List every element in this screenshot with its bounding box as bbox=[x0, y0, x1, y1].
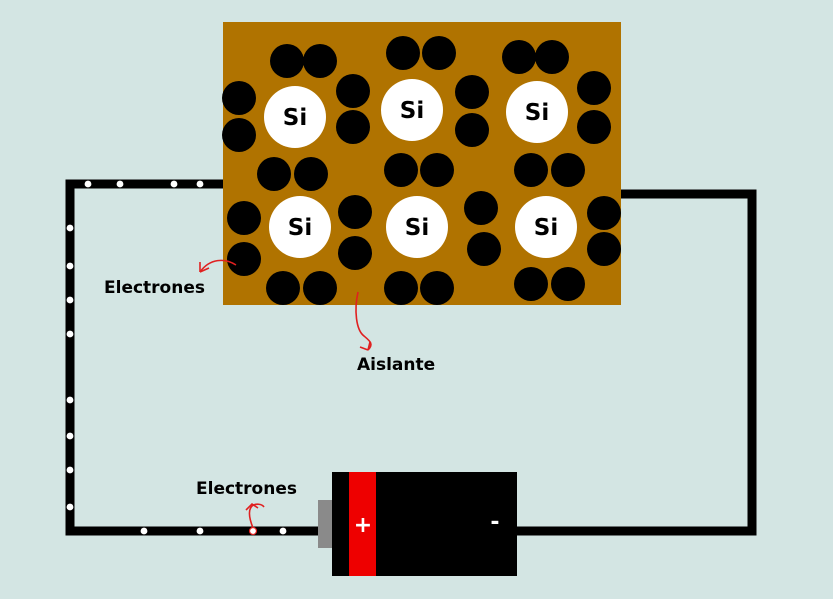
battery-positive-band bbox=[349, 472, 376, 576]
bound-electron bbox=[257, 157, 291, 191]
free-electron bbox=[196, 527, 204, 535]
bound-electron bbox=[227, 242, 261, 276]
bound-electron bbox=[514, 153, 548, 187]
free-electron bbox=[170, 180, 178, 188]
free-electron bbox=[116, 180, 124, 188]
free-electron bbox=[66, 224, 74, 232]
bound-electron bbox=[535, 40, 569, 74]
bound-electron bbox=[514, 267, 548, 301]
silicon-label: Si bbox=[525, 100, 549, 126]
free-electron bbox=[140, 527, 148, 535]
battery: + - bbox=[318, 472, 517, 576]
bound-electron bbox=[336, 110, 370, 144]
bound-electron bbox=[384, 153, 418, 187]
free-electron bbox=[66, 330, 74, 338]
bound-electron bbox=[303, 271, 337, 305]
silicon-atom: Si bbox=[515, 196, 577, 258]
free-electron bbox=[66, 262, 74, 270]
arrow-electrons-top bbox=[199, 259, 237, 273]
silicon-nucleus bbox=[381, 79, 443, 141]
battery-negative-sign: - bbox=[490, 510, 499, 535]
silicon-label: Si bbox=[288, 215, 312, 241]
bound-electron bbox=[384, 271, 418, 305]
bound-electron bbox=[420, 153, 454, 187]
free-electron bbox=[66, 296, 74, 304]
bound-electron bbox=[294, 157, 328, 191]
battery-positive-sign: + bbox=[354, 513, 372, 538]
bound-electron bbox=[577, 71, 611, 105]
arrow-electrons-top-head bbox=[199, 262, 210, 273]
bound-electron bbox=[455, 113, 489, 147]
bound-electron bbox=[467, 232, 501, 266]
highlighted-electron bbox=[248, 526, 258, 536]
silicon-nucleus bbox=[264, 86, 326, 148]
annotation-arrows bbox=[199, 259, 372, 529]
free-electron bbox=[66, 466, 74, 474]
bound-electron bbox=[587, 232, 621, 266]
silicon-label: Si bbox=[400, 98, 424, 124]
bound-electron bbox=[455, 75, 489, 109]
label-electrons-top: Electrones bbox=[104, 278, 205, 298]
bound-electron bbox=[227, 201, 261, 235]
bound-electron bbox=[551, 267, 585, 301]
circuit-wire bbox=[65, 179, 757, 536]
bound-electron bbox=[502, 40, 536, 74]
bound-electron bbox=[270, 44, 304, 78]
arrow-electrons-bottom-head bbox=[245, 502, 259, 511]
free-electron bbox=[196, 180, 204, 188]
silicon-label: Si bbox=[405, 215, 429, 241]
silicon-label: Si bbox=[283, 105, 307, 131]
silicon-label: Si bbox=[534, 215, 558, 241]
silicon-nucleus bbox=[506, 81, 568, 143]
silicon-atom: Si bbox=[506, 81, 568, 143]
bound-electron bbox=[303, 44, 337, 78]
bound-electron bbox=[222, 81, 256, 115]
silicon-nucleus bbox=[269, 196, 331, 258]
silicon-atom: Si bbox=[381, 79, 443, 141]
arrow-electrons-bottom bbox=[248, 503, 265, 529]
battery-terminal-cap bbox=[318, 500, 334, 548]
bound-electron bbox=[422, 36, 456, 70]
free-electron bbox=[84, 180, 92, 188]
silicon-nucleus bbox=[515, 196, 577, 258]
silicon-atom: Si bbox=[264, 86, 326, 148]
bound-electron bbox=[266, 271, 300, 305]
wire-right bbox=[516, 189, 757, 536]
free-electron bbox=[279, 527, 287, 535]
free-electron bbox=[66, 396, 74, 404]
bound-electrons bbox=[222, 36, 621, 305]
bound-electron bbox=[420, 271, 454, 305]
bound-electron bbox=[222, 118, 256, 152]
bound-electron bbox=[464, 191, 498, 225]
bound-electron bbox=[587, 196, 621, 230]
bound-electron bbox=[338, 195, 372, 229]
wire-left bbox=[65, 179, 320, 536]
silicon-nucleus bbox=[386, 196, 448, 258]
free-electron bbox=[66, 503, 74, 511]
silicon-atom: Si bbox=[269, 196, 331, 258]
arrow-insulator-head bbox=[359, 341, 371, 351]
bound-electron bbox=[338, 236, 372, 270]
free-electron bbox=[66, 432, 74, 440]
label-electrons-bottom: Electrones bbox=[196, 479, 297, 499]
silicon-atom: Si bbox=[386, 196, 448, 258]
label-insulator: Aislante bbox=[357, 355, 435, 375]
bound-electron bbox=[336, 74, 370, 108]
bound-electron bbox=[551, 153, 585, 187]
bound-electron bbox=[386, 36, 420, 70]
arrow-insulator bbox=[355, 291, 372, 351]
wire-electrons bbox=[66, 180, 287, 535]
bound-electron bbox=[577, 110, 611, 144]
